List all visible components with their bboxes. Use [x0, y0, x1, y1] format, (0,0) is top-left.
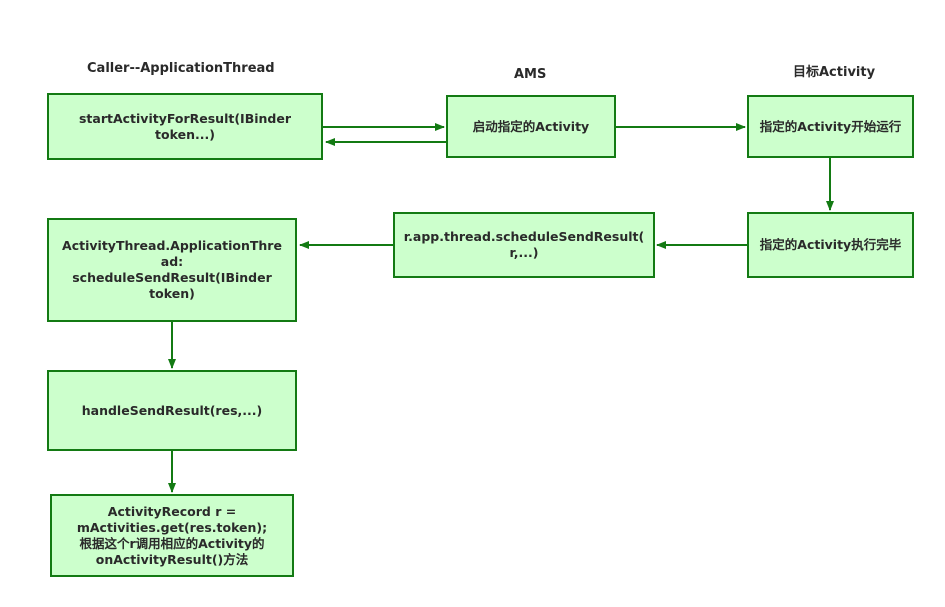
- activity-record-box: ActivityRecord r = mActivities.get(res.t…: [50, 494, 294, 577]
- header-target: 目标Activity: [793, 65, 876, 80]
- target-activity-finish-label: 指定的Activity执行完毕: [759, 237, 902, 252]
- schedule-send-result-label: r.app.thread.scheduleSendResult( r,...): [403, 229, 645, 260]
- activity-record-label: ActivityRecord r = mActivities.get(res.t…: [76, 503, 268, 567]
- ams-start-activity-label: 启动指定的Activity: [472, 118, 590, 134]
- start-activity-for-result-box: startActivityForResult(IBinder token...): [47, 93, 323, 160]
- header-ams: AMS: [514, 67, 547, 82]
- application-thread-schedule-label: ActivityThread.ApplicationThre ad: sched…: [62, 238, 282, 301]
- handle-send-result-label: handleSendResult(res,...): [81, 402, 263, 418]
- target-activity-start-label: 指定的Activity开始运行: [759, 118, 902, 134]
- target-activity-finish-box: 指定的Activity执行完毕: [747, 212, 914, 278]
- schedule-send-result-box: r.app.thread.scheduleSendResult( r,...): [393, 212, 655, 278]
- start-activity-for-result-label: startActivityForResult(IBinder token...): [78, 110, 292, 142]
- handle-send-result-box: handleSendResult(res,...): [47, 370, 297, 451]
- header-caller: Caller--ApplicationThread: [87, 61, 275, 76]
- target-activity-start-box: 指定的Activity开始运行: [747, 95, 914, 158]
- application-thread-schedule-box: ActivityThread.ApplicationThre ad: sched…: [47, 218, 297, 322]
- ams-start-activity-box: 启动指定的Activity: [446, 95, 616, 158]
